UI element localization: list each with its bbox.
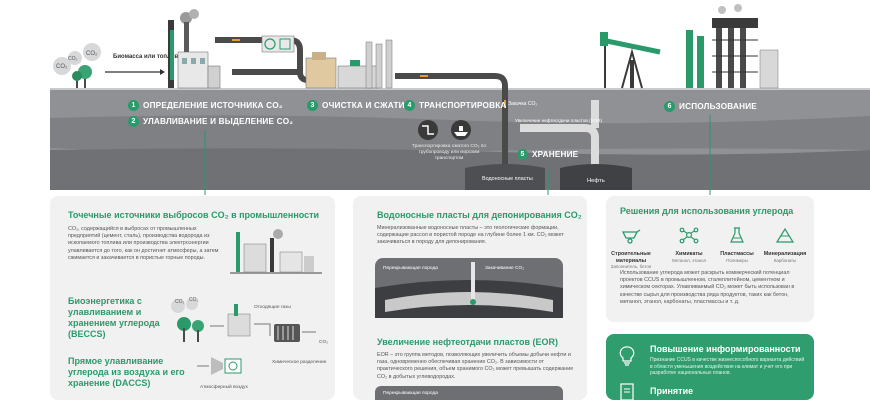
power-plant-icon bbox=[168, 9, 221, 89]
eor-title: Увеличение нефтеотдачи пластов (EOR) bbox=[377, 337, 559, 347]
flask-icon bbox=[730, 227, 744, 243]
transport-caption: Транспортировка сжатого CO₂ по трубопров… bbox=[411, 144, 487, 161]
point-sources-title: Точечные источники выбросов CO₂ в промыш… bbox=[68, 210, 320, 220]
step-number: 1 bbox=[128, 99, 139, 111]
step-number: 5 bbox=[517, 148, 528, 160]
step-2: 2 УЛАВЛИВАНИЕ И ВЫДЕЛЕНИЕ CO₂ bbox=[128, 114, 293, 128]
co2-pipe bbox=[395, 73, 508, 110]
co2-bubble-label: CO₂ bbox=[56, 64, 68, 70]
util-sub: Полимеры bbox=[726, 257, 748, 263]
mineral-icon bbox=[775, 227, 795, 243]
flue-gas-label: Отходящие газы bbox=[254, 305, 291, 310]
pumpjack-icon bbox=[600, 32, 661, 89]
step-label: ОПРЕДЕЛЕНИЕ ИСТОЧНИКА CO₂ bbox=[143, 100, 283, 110]
caprock-label-eor: Перекрывающая порода bbox=[383, 391, 438, 396]
eor-label: Увеличение нефтеотдачи пластов (EOR) bbox=[515, 118, 603, 123]
util-mineralization: Минерализация Карбонаты bbox=[750, 226, 820, 263]
awareness-text: Признание CCUS в качестве жизнеспособног… bbox=[650, 357, 805, 377]
step-number: 6 bbox=[664, 100, 675, 112]
utilization-text: Использование углерода может раскрыть ко… bbox=[620, 270, 795, 305]
co2-out-label: CO₂ bbox=[319, 340, 329, 345]
step-5: 5 ХРАНЕНИЕ bbox=[517, 147, 578, 161]
document-icon bbox=[620, 383, 634, 400]
step-label: ТРАНСПОРТИРОВКА bbox=[419, 100, 507, 110]
step-4: 4 ТРАНСПОРТИРОВКА bbox=[404, 98, 507, 112]
chemical-separation-label: Химическое разделение bbox=[272, 360, 327, 365]
co2-bubble bbox=[53, 57, 71, 75]
co2-bubble bbox=[68, 51, 82, 65]
refinery-icon bbox=[686, 4, 779, 89]
step-label: ОЧИСТКА И СЖАТИЕ bbox=[322, 100, 411, 110]
adoption-title: Принятие bbox=[650, 386, 694, 396]
biomass-label: Биомасса или топливо bbox=[113, 54, 182, 60]
eor-text: EOR – это группа методов, позволяющих ув… bbox=[377, 352, 574, 380]
aquifer-reservoir bbox=[465, 164, 545, 190]
capture-unit-icon bbox=[261, 35, 295, 53]
co2-injection-label: Закачивание CO₂ bbox=[485, 266, 525, 271]
ccus-process-illustration: CO₂ CO₂ CO₂ Биомасса или топливо bbox=[50, 4, 870, 195]
deep-stratum bbox=[50, 148, 870, 190]
beccs-co2-label: CO₂ bbox=[175, 299, 185, 305]
step-number: 2 bbox=[128, 115, 139, 127]
factory-illustration bbox=[230, 229, 322, 274]
aquifer-diagram bbox=[375, 258, 563, 318]
oil-label: Нефть bbox=[587, 178, 605, 184]
step-6: 6 ИСПОЛЬЗОВАНИЕ bbox=[664, 99, 757, 113]
dac-unit-illustration bbox=[197, 357, 242, 375]
step-3: 3 ОЧИСТКА И СЖАТИЕ bbox=[307, 98, 410, 112]
util-chemicals: Химикаты Метанол, этанол bbox=[654, 226, 724, 263]
step-label: ИСПОЛЬЗОВАНИЕ bbox=[679, 101, 757, 111]
utilization-card: Решения для использования углерода Строи… bbox=[606, 196, 814, 322]
step-number: 3 bbox=[307, 99, 318, 111]
tree-icon bbox=[72, 65, 92, 88]
util-plastics: Пластмассы Полимеры bbox=[702, 226, 772, 263]
util-title: Строительные материалы bbox=[611, 251, 651, 264]
aquifer-storage-title: Водоносные пласты для депонирования CO₂ bbox=[377, 210, 582, 220]
wheelbarrow-icon bbox=[621, 229, 641, 244]
util-construction: Строительные материалы Заполнитель, бето… bbox=[596, 226, 666, 270]
step-label: УЛАВЛИВАНИЕ И ВЫДЕЛЕНИЕ CO₂ bbox=[143, 116, 294, 126]
beccs-title: Биоэнергетика с улавливанием и хранением… bbox=[68, 296, 160, 339]
compression-plant-icon bbox=[305, 39, 393, 89]
eor-diagram bbox=[375, 386, 563, 400]
util-sub: Метанол, этанол bbox=[671, 257, 707, 263]
caprock-label: Перекрывающая порода bbox=[383, 266, 438, 271]
awareness-card: Повышение информированности Признание CC… bbox=[606, 334, 814, 400]
awareness-title: Повышение информированности bbox=[650, 344, 801, 354]
oil-reservoir bbox=[560, 164, 632, 190]
molecule-icon bbox=[679, 227, 699, 244]
step-label: ХРАНЕНИЕ bbox=[532, 149, 579, 159]
util-sub: Карбонаты bbox=[773, 257, 797, 263]
aquifer-storage-text: Минерализованные водоносные пласты – это… bbox=[377, 225, 564, 246]
air-label: Атмосферный воздух bbox=[200, 385, 248, 390]
step-number: 4 bbox=[404, 99, 415, 111]
co2-bubble-label: CO₂ bbox=[86, 51, 98, 57]
daccs-title: Прямое улавливание углерода из воздуха и… bbox=[68, 356, 185, 388]
eor-pipe bbox=[520, 124, 599, 170]
point-sources-card: Точечные источники выбросов CO₂ в промыш… bbox=[50, 196, 335, 400]
aquifer-label: Водоносные пласты bbox=[482, 176, 533, 182]
util-sub: Заполнитель, бетон bbox=[610, 264, 652, 270]
util-title: Пластмассы bbox=[720, 251, 754, 257]
injection-label: Закачка CO₂ bbox=[508, 101, 537, 107]
beccs-co2-label: CO₂ bbox=[189, 297, 199, 303]
lightbulb-icon bbox=[619, 346, 635, 366]
beccs-illustration bbox=[171, 298, 316, 342]
util-title: Химикаты bbox=[675, 251, 703, 257]
aquifer-storage-card: Водоносные пласты для депонирования CO₂ … bbox=[353, 196, 587, 400]
util-title: Минерализация bbox=[763, 251, 807, 257]
utilization-title: Решения для использования углерода bbox=[620, 206, 794, 216]
point-sources-text: CO₂, содержащийся в выбросах от промышле… bbox=[68, 226, 219, 261]
co2-bubble-label: CO₂ bbox=[68, 56, 78, 62]
co2-bubble bbox=[83, 43, 101, 61]
step-1: 1 ОПРЕДЕЛЕНИЕ ИСТОЧНИКА CO₂ bbox=[128, 98, 283, 112]
